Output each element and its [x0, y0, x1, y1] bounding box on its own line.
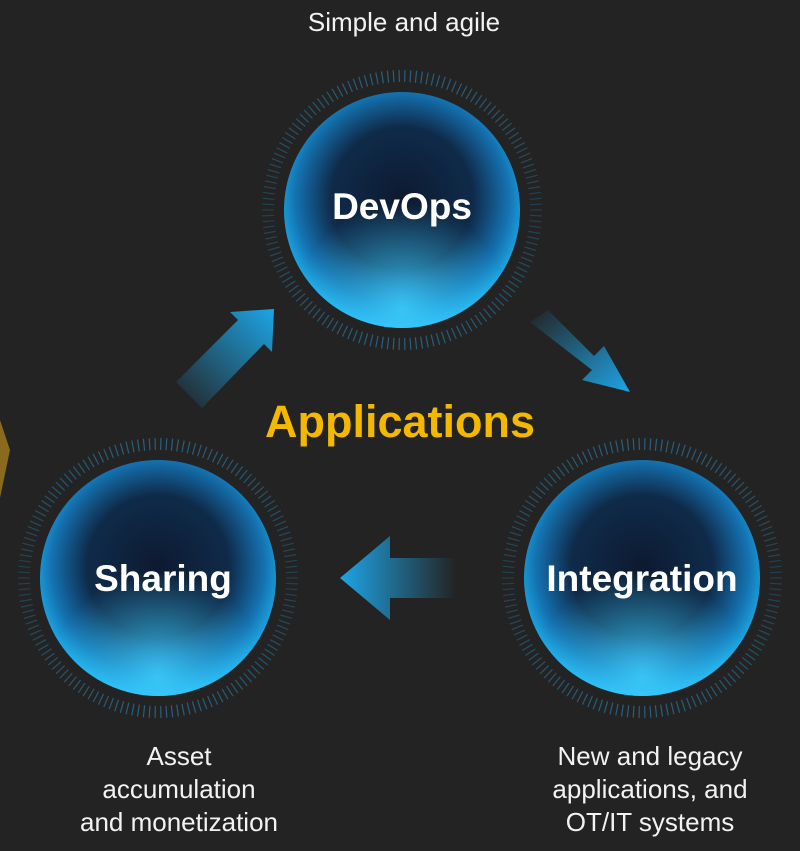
- sharing-caption: Asset accumulation and monetization: [24, 740, 334, 839]
- integration-caption-line-3: OT/IT systems: [565, 807, 735, 837]
- integration-caption: New and legacy applications, and OT/IT s…: [500, 740, 800, 839]
- sharing-caption-line-1: Asset: [146, 741, 212, 771]
- arrow-integration-to-sharing: [340, 536, 456, 620]
- arrow-sharing-to-devops: [176, 309, 274, 408]
- devops-caption: Simple and agile: [307, 7, 501, 37]
- devops-orb: [262, 70, 542, 350]
- integration-label: Integration: [546, 558, 738, 599]
- integration-orb: [502, 438, 782, 718]
- sharing-tick-ring: [18, 438, 298, 718]
- sharing-caption-line-2: accumulation: [102, 774, 256, 804]
- applications-title: Applications: [264, 396, 536, 447]
- devops-tick-ring: [262, 70, 542, 350]
- sharing-label: Sharing: [94, 558, 232, 599]
- sharing-caption-line-3: and monetization: [79, 807, 279, 837]
- integration-caption-line-2: applications, and: [552, 774, 748, 804]
- integration-tick-ring: [502, 438, 782, 718]
- devops-label: DevOps: [332, 186, 472, 227]
- integration-caption-line-1: New and legacy: [557, 741, 743, 771]
- edge-chevron-icon: [0, 420, 10, 498]
- arrow-devops-to-integration: [530, 310, 630, 392]
- sharing-orb: [18, 438, 298, 718]
